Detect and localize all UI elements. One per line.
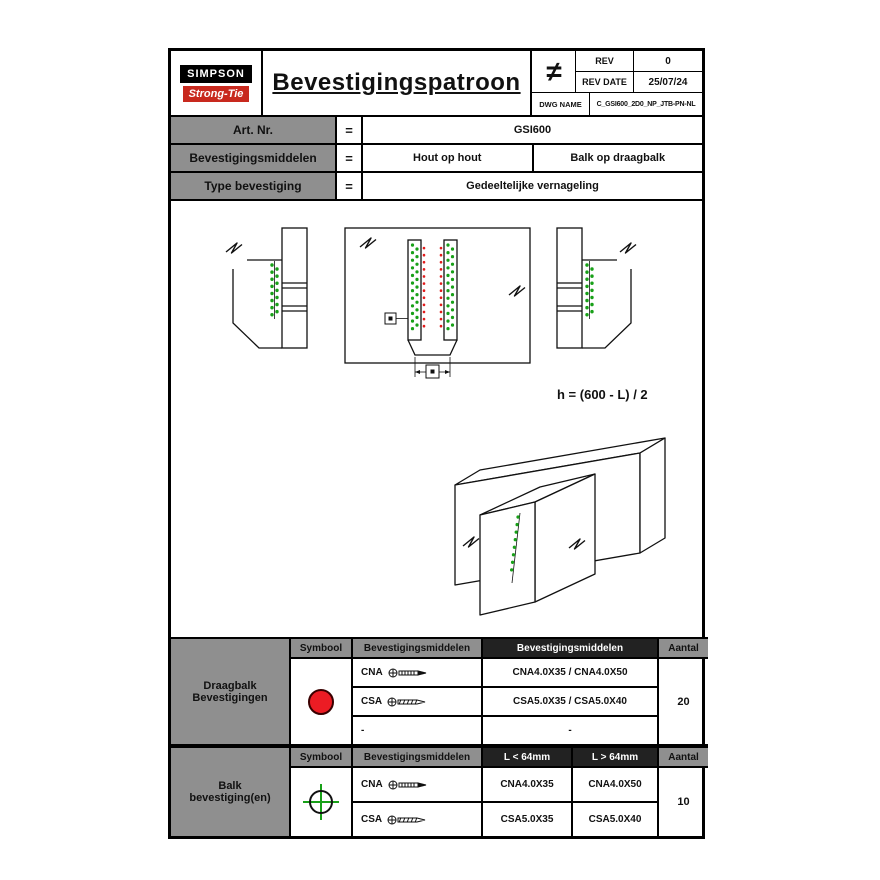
dwg-name-value: C_GSI600_2D0_NP_JTB-PN-NL xyxy=(596,100,696,108)
fastener-type-label: CSA xyxy=(361,814,383,825)
nail-icon xyxy=(388,780,426,789)
info-value: Hout op hout xyxy=(413,152,482,164)
title-cell: Bevestigingspatroon xyxy=(263,51,530,115)
revision-block: ≠ REV 0 REV DATE 25/07/24 DWG NAME xyxy=(530,51,702,115)
fastener-l-large: CNA4.0X50 xyxy=(588,779,642,790)
balk-fastener-table: Balk bevestiging(en) Symbool Bevestiging… xyxy=(171,748,708,836)
header-aantal: Aantal xyxy=(657,748,708,766)
table-row-label: Draagbalk Bevestigingen xyxy=(171,639,291,744)
table-header-row: Symbool Bevestigingsmiddelen Bevestiging… xyxy=(291,639,708,659)
header-bevestigingsmiddelen: Bevestigingsmiddelen xyxy=(353,639,483,657)
logo-strongtie: Strong-Tie xyxy=(182,85,250,102)
fastener-type-cell: CSA xyxy=(353,803,483,836)
simpson-strongtie-logo: SIMPSON Strong-Tie xyxy=(171,51,263,115)
rev-date-row: REV DATE 25/07/24 xyxy=(576,72,702,92)
info-value: Balk op draagbalk xyxy=(531,145,703,171)
table-row: - - xyxy=(353,717,657,744)
screw-icon xyxy=(387,697,426,706)
not-equal-symbol-icon: ≠ xyxy=(532,51,576,92)
front-view-hanger xyxy=(344,227,531,379)
header-l-small: L < 64mm xyxy=(483,748,573,766)
logo-simpson: SIMPSON xyxy=(180,64,252,83)
screw-icon xyxy=(387,815,426,824)
fastener-type-label: CNA xyxy=(361,779,383,790)
dwg-name-row: DWG NAME C_GSI600_2D0_NP_JTB-PN-NL xyxy=(532,93,702,115)
equals-sign: = xyxy=(337,145,363,171)
aantal-value: 20 xyxy=(657,659,708,744)
crosshair-symbol xyxy=(303,784,339,820)
header-bevestigingsmiddelen-dark: Bevestigingsmiddelen xyxy=(483,639,657,657)
table-row: CSA CSA5.0X35 / CSA5.0X40 xyxy=(353,688,657,717)
equals-sign: = xyxy=(337,117,363,143)
table-row: CNA CNA4.0X35 xyxy=(353,768,657,803)
aantal-value: 10 xyxy=(657,768,708,836)
symbol-cell xyxy=(291,659,353,744)
info-value: Gedeeltelijke vernageling xyxy=(466,180,599,192)
rev-label: REV xyxy=(576,51,634,71)
header-symbool: Symbool xyxy=(291,748,353,766)
fastener-spec: CNA4.0X35 / CNA4.0X50 xyxy=(512,667,628,678)
nail-icon xyxy=(388,668,426,677)
info-label: Art. Nr. xyxy=(171,117,337,143)
fastener-type-label: CNA xyxy=(361,667,383,678)
side-view-left xyxy=(225,227,308,349)
sheet-title: Bevestigingspatroon xyxy=(272,69,521,96)
header-l-large: L > 64mm xyxy=(573,748,657,766)
fastener-type-cell: - xyxy=(353,717,483,744)
info-table: Art. Nr. = GSI600 Bevestigingsmiddelen =… xyxy=(171,117,702,201)
isometric-view xyxy=(454,437,666,616)
table-divider xyxy=(171,744,708,748)
fastener-spec: - xyxy=(568,725,572,736)
fastener-type-cell: CNA xyxy=(353,659,483,686)
technical-drawing-area: h = (600 - L) / 2 xyxy=(171,203,708,637)
info-row-middelen: Bevestigingsmiddelen = Hout op hout Balk… xyxy=(171,145,702,173)
rev-row: REV 0 xyxy=(576,51,702,72)
info-value: GSI600 xyxy=(513,124,552,136)
header-symbool: Symbool xyxy=(291,639,353,657)
info-row-artnr: Art. Nr. = GSI600 xyxy=(171,117,702,145)
rev-date-value: 25/07/24 xyxy=(648,76,688,88)
revision-top: ≠ REV 0 REV DATE 25/07/24 xyxy=(532,51,702,93)
red-circle-symbol xyxy=(308,688,334,715)
table-header-row: Symbool Bevestigingsmiddelen L < 64mm L … xyxy=(291,748,708,768)
fastener-spec: CSA5.0X35 / CSA5.0X40 xyxy=(513,696,627,707)
rev-date-label: REV DATE xyxy=(576,72,634,92)
info-label: Type bevestiging xyxy=(171,173,337,199)
dwg-name-label: DWG NAME xyxy=(532,93,590,115)
info-row-type: Type bevestiging = Gedeeltelijke vernage… xyxy=(171,173,702,201)
side-view-right xyxy=(556,227,637,349)
info-label: Bevestigingsmiddelen xyxy=(171,145,337,171)
fastener-type-label: CSA xyxy=(361,696,383,707)
table-row: CNA CNA4.0X35 / xyxy=(353,659,657,688)
header-bevestigingsmiddelen: Bevestigingsmiddelen xyxy=(353,748,483,766)
rev-value: 0 xyxy=(665,55,671,67)
fastener-type-cell: CNA xyxy=(353,768,483,801)
table-row: CSA CSA5.0X35 CSA5.0X4 xyxy=(353,803,657,836)
technical-drawing-svg: h = (600 - L) / 2 xyxy=(225,227,666,616)
fastener-l-small: CNA4.0X35 xyxy=(483,768,573,801)
symbol-cell xyxy=(291,768,353,836)
height-formula: h = (600 - L) / 2 xyxy=(557,387,648,402)
fastener-type-cell: CSA xyxy=(353,688,483,715)
drawing-sheet-frame: SIMPSON Strong-Tie Bevestigingspatroon ≠… xyxy=(168,48,708,839)
fastener-l-small: CSA5.0X35 xyxy=(483,803,573,836)
draagbalk-fastener-table: Draagbalk Bevestigingen Symbool Bevestig… xyxy=(171,637,708,744)
table-row-label: Balk bevestiging(en) xyxy=(171,748,291,836)
title-block: SIMPSON Strong-Tie Bevestigingspatroon ≠… xyxy=(171,51,702,117)
header-aantal: Aantal xyxy=(657,639,708,657)
fastener-l-large: CSA5.0X40 xyxy=(588,814,642,825)
equals-sign: = xyxy=(337,173,363,199)
revision-rows: REV 0 REV DATE 25/07/24 xyxy=(576,51,702,92)
